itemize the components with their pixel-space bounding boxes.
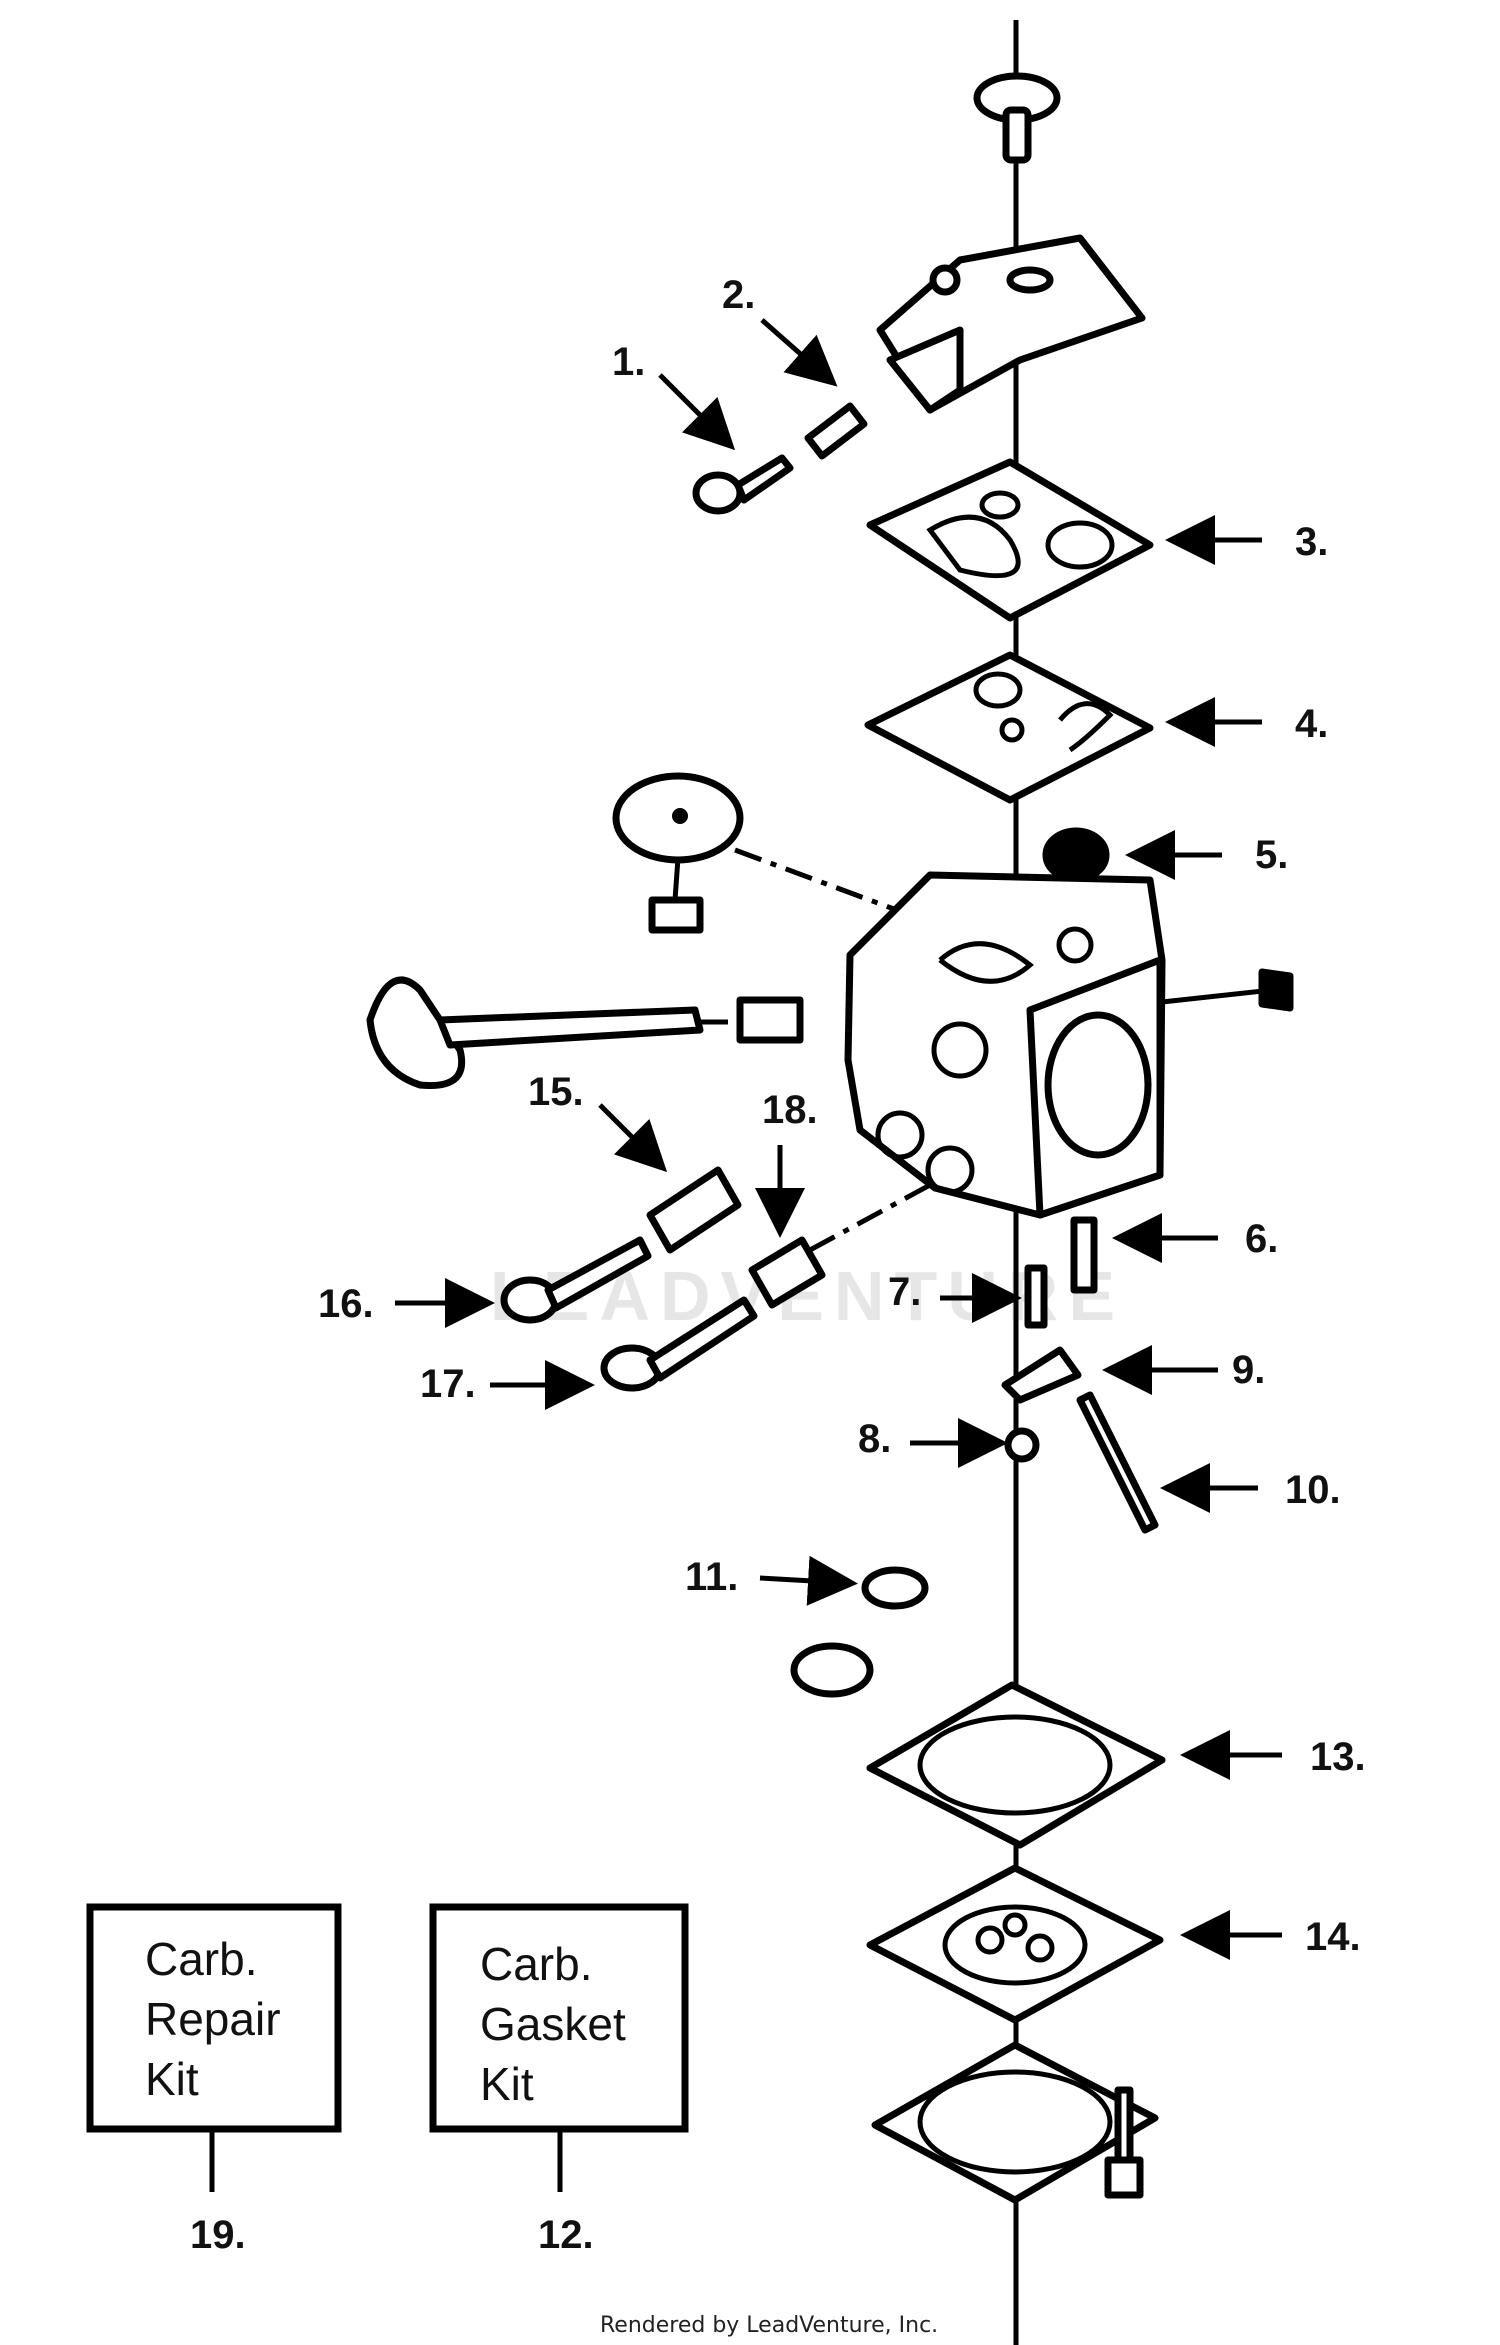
part-17-needle <box>600 1296 758 1392</box>
part-16-needle <box>500 1236 652 1324</box>
footer-credit: Rendered by LeadVenture, Inc. <box>600 2313 938 2338</box>
label-12: 12. <box>538 2213 594 2257</box>
arrow-15 <box>598 1103 668 1173</box>
part-15-spring <box>646 1166 742 1254</box>
bottom-screw <box>1104 2086 1144 2199</box>
label-16: 16. <box>318 1282 374 1326</box>
repair-kit-line2: Repair <box>145 1993 281 2045</box>
label-1: 1. <box>612 340 645 384</box>
part-9-lever <box>1001 1346 1082 1404</box>
gasket-kit-line2: Gasket <box>480 1998 626 2050</box>
repair-kit-line3: Kit <box>145 2053 199 2105</box>
bottom-cover <box>871 2041 1159 2204</box>
part-14-diaphragm <box>866 1864 1164 2024</box>
part-6-spring <box>1070 1216 1098 1294</box>
part-8-screw <box>1004 1427 1040 1463</box>
label-4: 4. <box>1295 702 1328 746</box>
carburetor-body <box>844 871 1294 1219</box>
label-10: 10. <box>1285 1468 1341 1512</box>
part-13-gasket <box>866 1681 1166 1849</box>
label-8: 8. <box>858 1417 891 1461</box>
part-2-spring <box>804 402 868 460</box>
inlet-seal <box>790 1642 874 1698</box>
part-3-gasket <box>866 458 1154 622</box>
label-15: 15. <box>528 1070 584 1114</box>
part-1-screw <box>692 454 794 515</box>
gasket-kit-line3: Kit <box>480 2058 534 2110</box>
carb-repair-kit-box: Carb. Repair Kit 19. <box>86 1903 342 2257</box>
label-19: 19. <box>190 2213 246 2257</box>
label-7: 7. <box>888 1270 921 1314</box>
label-6: 6. <box>1245 1217 1278 1261</box>
arrow-2 <box>760 318 838 387</box>
pump-cover <box>876 234 1146 414</box>
throttle-shaft <box>366 976 804 1090</box>
repair-kit-line1: Carb. <box>145 1933 257 1985</box>
label-17: 17. <box>420 1362 476 1406</box>
part-18-spring <box>748 1236 826 1309</box>
needle-axis <box>808 1182 932 1253</box>
label-2: 2. <box>722 273 755 317</box>
top-screw <box>973 72 1061 164</box>
carb-gasket-kit-box: Carb. Gasket Kit 12. <box>429 1903 689 2257</box>
part-5-plug <box>1042 827 1110 883</box>
label-13: 13. <box>1310 1735 1366 1779</box>
part-4-diaphragm <box>864 651 1154 804</box>
label-18: 18. <box>762 1088 818 1132</box>
label-5: 5. <box>1255 833 1288 877</box>
part-11-seal <box>861 1566 929 1610</box>
part-7-needle <box>1024 1264 1048 1329</box>
label-3: 3. <box>1295 520 1328 564</box>
gasket-kit-line1: Carb. <box>480 1938 592 1990</box>
screen-disc <box>612 772 911 934</box>
label-11: 11. <box>685 1555 738 1599</box>
label-14: 14. <box>1305 1915 1361 1959</box>
arrow-1 <box>658 373 736 451</box>
label-9: 9. <box>1232 1348 1265 1392</box>
part-10-pin <box>1076 1391 1159 1534</box>
arrow-11 <box>759 1555 858 1606</box>
